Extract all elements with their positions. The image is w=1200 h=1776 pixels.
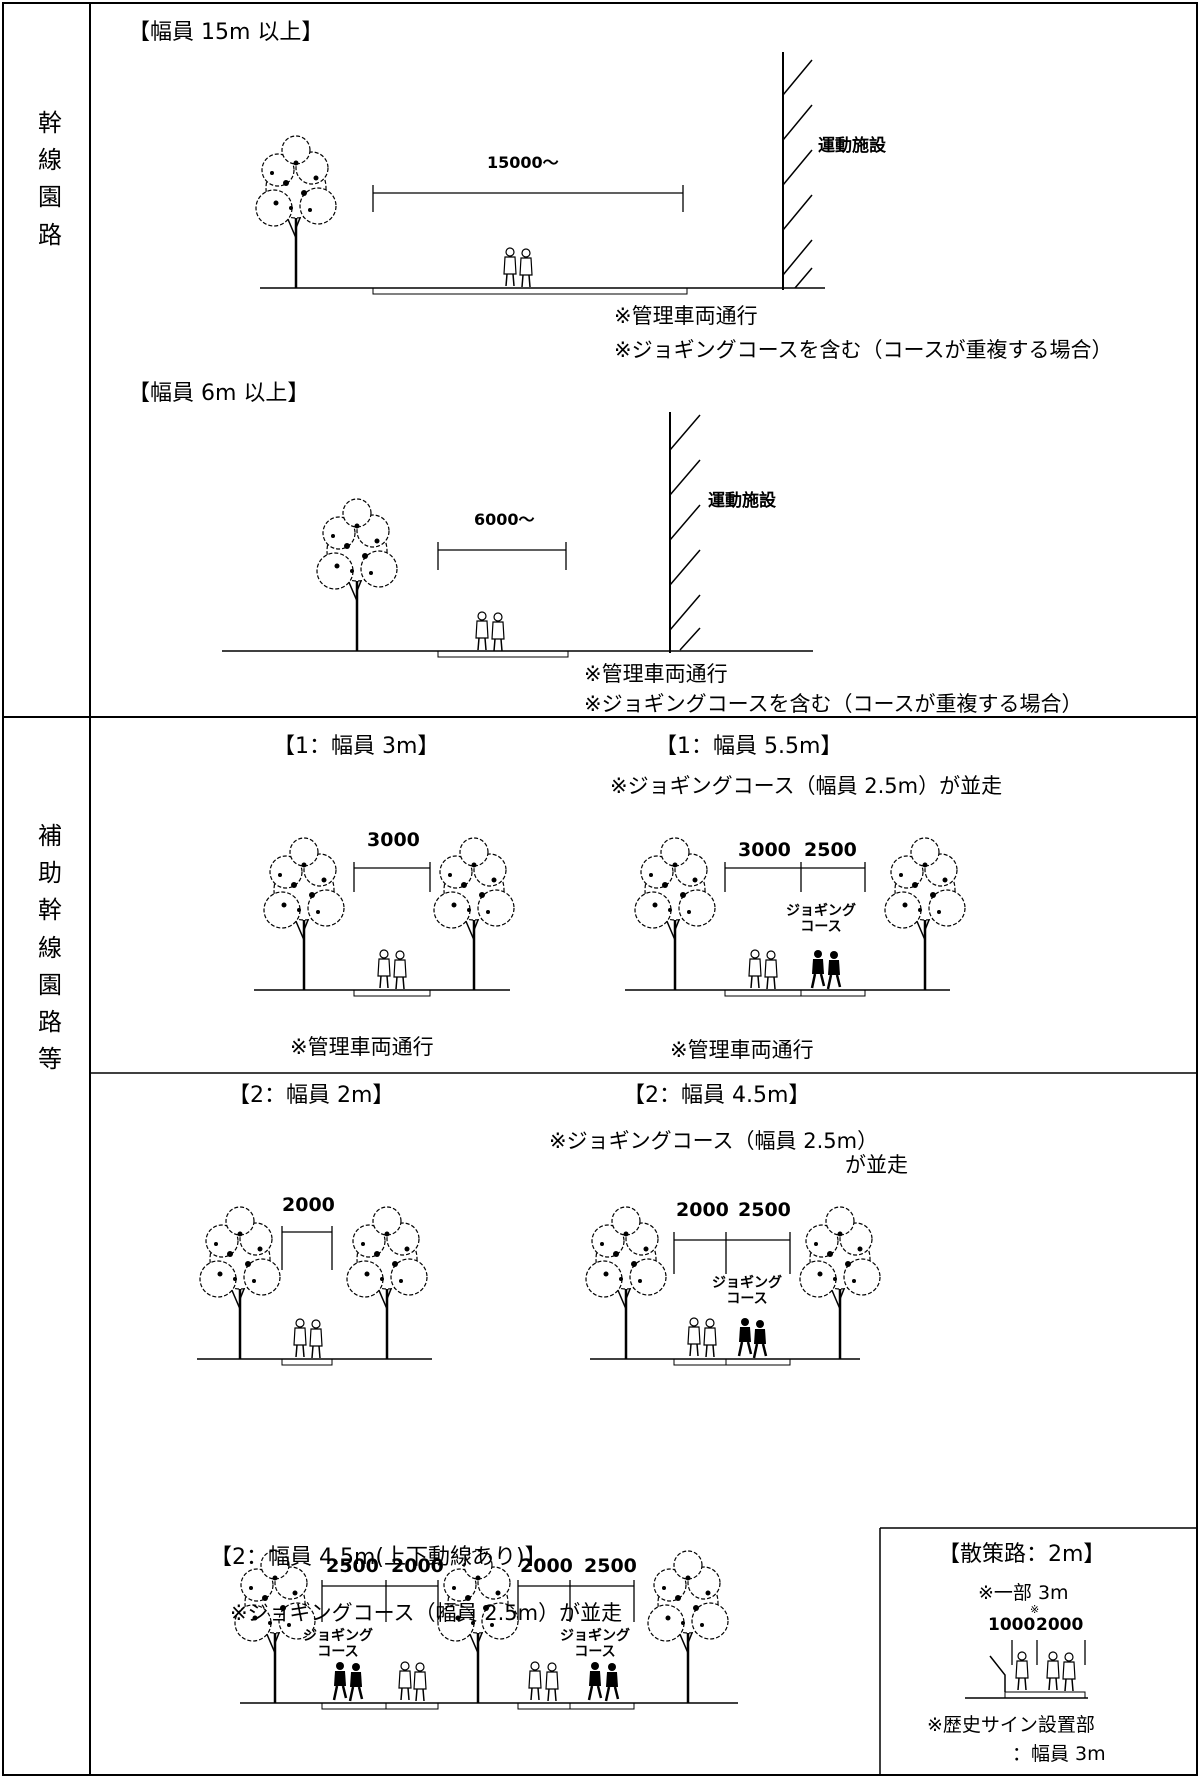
dimension-6m: 6000～ (474, 510, 535, 529)
tree-1-5p5m-right (883, 836, 967, 992)
facility-label-6m: 運動施設 (708, 491, 776, 511)
jogging-label-2-4p5m: ジョギング コース (712, 1275, 782, 1308)
note-1-3m-vehicle: ※管理車両通行 (290, 1035, 434, 1059)
facility-label-15m: 運動施設 (818, 136, 886, 156)
dimension-ud-right-b: 2500 (584, 1555, 637, 1577)
note-1-5p5m-vehicle: ※管理車両通行 (670, 1038, 814, 1062)
sub-2-4p5m-line1: ※ジョギングコース（幅員 2.5m） (549, 1129, 879, 1153)
dimension-1-5p5m-a: 3000 (738, 839, 791, 861)
dimension-stroll-a: 1000 (988, 1615, 1036, 1635)
sub-1-5p5m: ※ジョギングコース（幅員 2.5m）が並走 (610, 774, 1003, 798)
figure-stroll (965, 1640, 1088, 1699)
tree-2-4p5m-left (584, 1205, 668, 1361)
tree-1-5p5m-left (633, 836, 717, 992)
heading-2-2m: 【2：幅員 2m】 (228, 1083, 395, 1108)
tree-1-3m-left (262, 836, 346, 992)
tree-ud-left (233, 1549, 317, 1705)
mainline-side-label: 幹 線 園 路 (38, 109, 62, 249)
tree-6m (315, 497, 399, 653)
figure-1-5p5m (625, 862, 950, 997)
figure-1-3m (254, 862, 510, 997)
dimension-stroll-b: 2000 (1036, 1615, 1084, 1635)
jogging-label-ud-left: ジョギング コース (303, 1628, 373, 1661)
heading-1-5p5m: 【1：幅員 5.5m】 (655, 734, 843, 759)
heading-stroll: 【散策路：2m】 (938, 1542, 1106, 1567)
sub-2-4p5m-updown: ※ジョギングコース（幅員 2.5m）が並走 (230, 1601, 623, 1625)
dimension-stroll-mark: ※ (1030, 1603, 1040, 1616)
note-stroll-width: ：幅員 3m (1012, 1743, 1106, 1765)
dimension-2-4p5m-a: 2000 (676, 1199, 729, 1221)
heading-1-3m: 【1：幅員 3m】 (273, 734, 440, 759)
tree-15m (254, 134, 338, 290)
note-15m-jogging: ※ジョギングコースを含む（コースが重複する場合） (614, 338, 1113, 362)
heading-2-4p5m-updown: 【2：幅員 4.5m(上下動線あり)】 (210, 1545, 547, 1570)
figure-15m (260, 52, 825, 295)
tree-2-2m-left (198, 1205, 282, 1361)
tree-2-4p5m-right (798, 1205, 882, 1361)
dimension-ud-left-b: 2000 (391, 1555, 444, 1577)
figure-2-4p5m (590, 1232, 860, 1366)
dimension-ud-left-a: 2500 (326, 1555, 379, 1577)
jogging-label-1-5p5m: ジョギング コース (786, 903, 856, 936)
heading-6m: 【幅員 6m 以上】 (128, 381, 310, 406)
dimension-15m: 15000～ (487, 153, 559, 172)
figure-6m (222, 412, 813, 658)
auxiliary-side-label: 補 助 幹 線 園 路 等 (38, 822, 62, 1074)
jogging-label-ud-right: ジョギング コース (560, 1628, 630, 1661)
heading-2-4p5m: 【2：幅員 4.5m】 (623, 1083, 811, 1108)
figure-2-4p5m-updown (240, 1580, 738, 1710)
dimension-2-4p5m-b: 2500 (738, 1199, 791, 1221)
sub-2-4p5m-line2: が並走 (845, 1153, 908, 1177)
sub-stroll: ※一部 3m (978, 1582, 1069, 1604)
heading-15m: 【幅員 15m 以上】 (128, 20, 324, 45)
note-6m-jogging: ※ジョギングコースを含む（コースが重複する場合） (584, 692, 1083, 716)
dimension-ud-right-a: 2000 (520, 1555, 573, 1577)
note-6m-vehicle: ※管理車両通行 (584, 662, 728, 686)
tree-ud-center (436, 1549, 520, 1705)
people-illustrations (293, 247, 1076, 1703)
note-stroll-sign: ※歴史サイン設置部 (927, 1714, 1095, 1736)
note-15m-vehicle: ※管理車両通行 (614, 304, 758, 328)
tree-1-3m-right (432, 836, 516, 992)
dimension-2-2m: 2000 (282, 1194, 335, 1216)
dimension-1-3m: 3000 (367, 829, 420, 851)
tree-2-2m-right (345, 1205, 429, 1361)
dimension-1-5p5m-b: 2500 (804, 839, 857, 861)
figure-2-2m (197, 1226, 432, 1366)
tree-ud-right (646, 1549, 730, 1705)
